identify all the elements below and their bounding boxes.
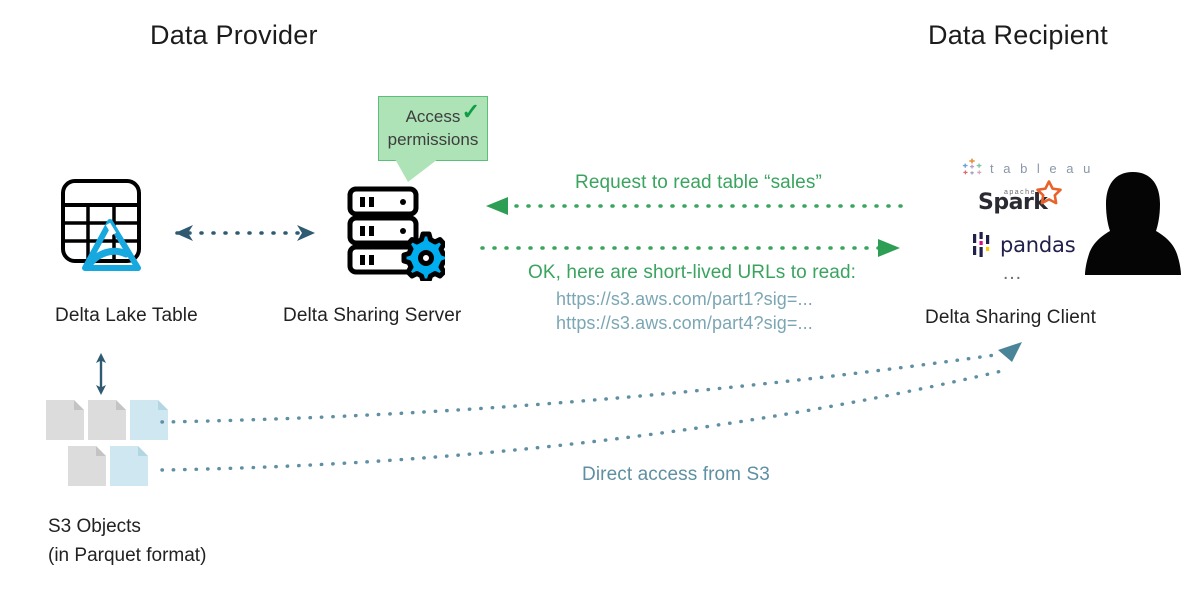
access-permissions-callout: ✓ Access permissions	[378, 96, 490, 184]
callout-tail	[395, 159, 438, 182]
tableau-mark-icon	[962, 158, 982, 175]
message-url-1: https://s3.aws.com/part1?sig=...	[556, 289, 813, 309]
file-document-icon	[110, 446, 148, 486]
delta-lake-table-icon	[58, 178, 158, 278]
arrow-request-leftward	[478, 196, 908, 221]
pandas-mark-icon	[973, 232, 990, 257]
server-gear-icon	[345, 186, 451, 286]
file-document-icon	[68, 446, 106, 486]
arrow-response-rightward	[478, 238, 908, 263]
callout-line-2: permissions	[387, 130, 479, 149]
message-request: Request to read table “sales”	[575, 172, 822, 193]
client-logo-spark: apache Spark	[978, 180, 1062, 215]
s3-objects-group	[44, 398, 174, 493]
callout-bubble: ✓ Access permissions	[378, 96, 488, 184]
spark-wordmark: Spark	[978, 190, 1048, 215]
s3-objects-caption: S3 Objects (in Parquet format)	[48, 512, 206, 570]
client-logo-tableau: t a b l e a u	[962, 158, 1093, 178]
arrow-table-server	[155, 218, 335, 253]
file-document-icon	[46, 400, 84, 440]
delta-sharing-client-label: Delta Sharing Client	[925, 307, 1096, 328]
person-silhouette-icon	[1083, 168, 1183, 283]
spark-star-icon	[1036, 180, 1062, 205]
client-logo-pandas: pandas	[972, 232, 1076, 258]
title-data-recipient: Data Recipient	[928, 20, 1108, 50]
pandas-wordmark: pandas	[1000, 233, 1076, 257]
callout-line-1: Access	[405, 107, 461, 126]
spark-apache-text: apache	[1004, 189, 1036, 196]
delta-sharing-server-label: Delta Sharing Server	[283, 305, 462, 326]
client-logo-more: …	[1002, 262, 1024, 284]
tableau-wordmark: t a b l e a u	[990, 160, 1094, 176]
arrow-direct-access-s3	[160, 330, 1030, 495]
message-direct-access: Direct access from S3	[582, 464, 770, 485]
file-document-icon	[130, 400, 168, 440]
delta-lake-table-label: Delta Lake Table	[55, 305, 198, 326]
message-url-2: https://s3.aws.com/part4?sig=...	[556, 313, 813, 333]
file-document-icon	[88, 400, 126, 440]
title-data-provider: Data Provider	[150, 20, 318, 50]
message-response-intro: OK, here are short-lived URLs to read:	[528, 262, 856, 283]
s3-objects-label-line1: S3 Objects	[48, 516, 141, 537]
check-icon: ✓	[461, 99, 480, 124]
arrow-table-s3-vertical	[88, 352, 114, 401]
s3-objects-label-line2: (in Parquet format)	[48, 545, 207, 566]
